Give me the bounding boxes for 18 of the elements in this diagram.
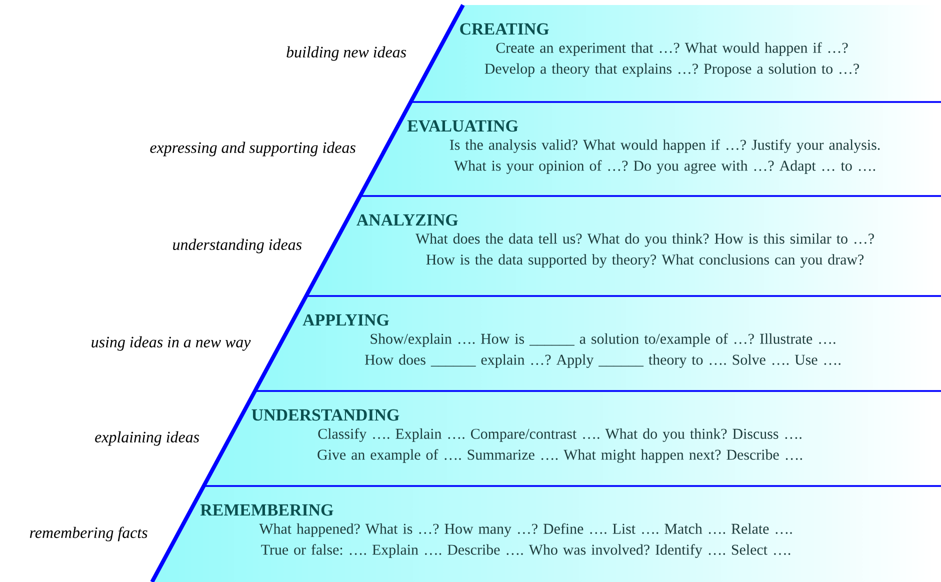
question-text: Is the analysis valid? What would happen if …? Justify your analysis. What is your opinion of …? Do you agree with …? Adapt … to …. bbox=[450, 139, 880, 174]
level-heading: CREATING bbox=[460, 23, 549, 35]
level-heading: EVALUATING bbox=[407, 120, 518, 132]
question-text: Show/explain …. How is ______ a solution to/example of …? Illustrate …. How does ______ explain …? Apply ______ theory to …. Solve …. Use …. bbox=[365, 333, 840, 368]
question-text: Classify …. Explain …. Compare/contrast …. What do you think? Discuss …. Give an example of …. Summarize …. What might happen next? Describe …. bbox=[318, 428, 802, 463]
level-label: understanding ideas bbox=[173, 238, 302, 254]
question-text: Create an experiment that …? What would happen if …? Develop a theory that explains …? Propose a solution to …? bbox=[484, 42, 859, 77]
level-label: building new ideas bbox=[286, 46, 406, 61]
level-heading: UNDERSTANDING bbox=[252, 409, 400, 421]
level-heading: APPLYING bbox=[302, 314, 389, 326]
level-label: expressing and supporting ideas bbox=[150, 142, 356, 156]
level-heading: ANALYZING bbox=[356, 214, 458, 226]
level-heading: REMEMBERING bbox=[200, 504, 334, 516]
level-label: remembering facts bbox=[30, 526, 148, 542]
level-label: using ideas in a new way bbox=[92, 336, 251, 351]
question-text: What happened? What is …? How many …? Define …. List …. Match …. Relate …. True or false: …. Explain …. Describe …. Who was involved? Identify …. Select …. bbox=[259, 523, 792, 558]
level-label: explaining ideas bbox=[95, 431, 200, 446]
question-text: What does the data tell us? What do you think? How is this similar to …? How is the data supported by theory? What conclusions can you draw? bbox=[416, 233, 874, 268]
